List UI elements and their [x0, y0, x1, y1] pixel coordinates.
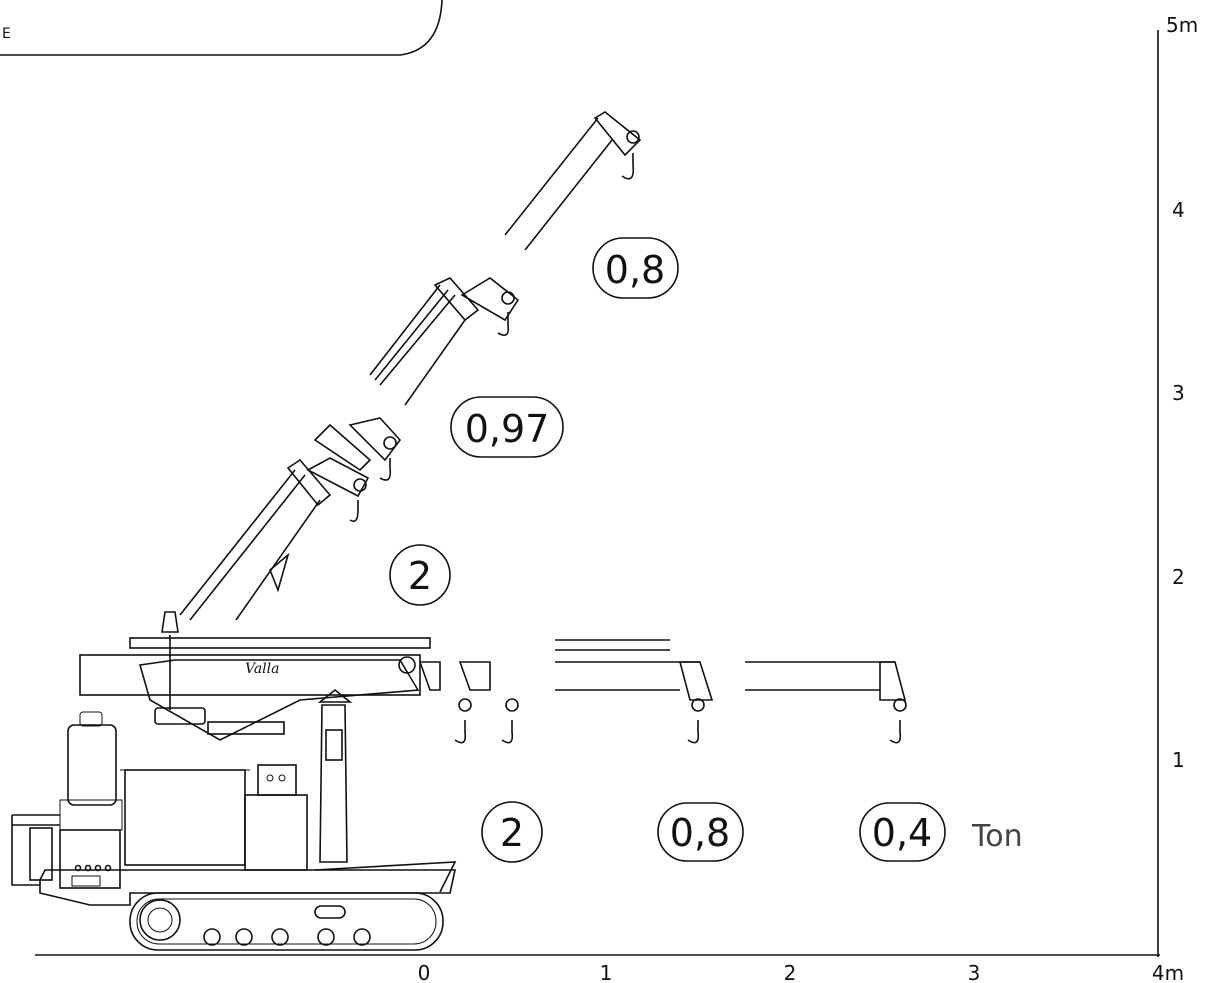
capacity-badge-horizontal-mid: [657, 802, 744, 862]
brand-text: Valla: [245, 661, 279, 677]
cabinet: [244, 794, 308, 871]
axes: 0 1 2 3 4m 1 2 3 4 5m: [35, 13, 1198, 983]
hook-icon: [621, 130, 640, 180]
engine-motor: [67, 724, 117, 806]
capacity-boom-low: 2: [408, 554, 432, 598]
capacity-badge-horizontal-near: [481, 801, 543, 863]
capacity-horizontal-mid: 0,8: [670, 811, 730, 855]
chassis: [39, 869, 456, 906]
tank: [124, 769, 246, 866]
hook-icon: [889, 698, 907, 744]
hook-icon: [454, 698, 472, 744]
main-boom: [79, 654, 421, 696]
capacity-badge-boom-low: [389, 544, 451, 606]
header-box: E: [0, 0, 443, 56]
y-tick-3: 3: [1172, 381, 1185, 405]
hook-icon: [379, 436, 397, 481]
boom-positions-horizontal: [418, 639, 907, 744]
hook-icon: [497, 291, 515, 336]
engine-block: [59, 829, 121, 889]
x-tick-4: 4m: [1152, 961, 1184, 983]
capacity-boom-mid: 0,97: [465, 407, 550, 451]
hook-icon: [687, 698, 705, 744]
boom-positions-raised: [179, 111, 642, 621]
x-tick-3: 3: [968, 961, 981, 983]
capacity-boom-high: 0,8: [605, 248, 665, 292]
x-tick-2: 2: [784, 961, 797, 983]
header-text: E: [2, 26, 11, 42]
x-tick-0: 0: [418, 961, 431, 983]
hook-icon: [501, 698, 519, 744]
capacity-badge-boom-high: [592, 237, 679, 299]
hook-icon: [349, 478, 367, 523]
capacity-horizontal-far: 0,4: [872, 811, 932, 855]
capacity-badge-horizontal-far: [859, 802, 946, 862]
y-tick-1: 1: [1172, 748, 1185, 772]
y-tick-2: 2: [1172, 565, 1185, 589]
capacity-unit: Ton: [971, 819, 1023, 854]
column: [319, 704, 348, 863]
x-tick-1: 1: [600, 961, 613, 983]
crane-drawing: Valla: [11, 611, 457, 951]
y-tick-5: 5m: [1166, 13, 1198, 37]
capacity-horizontal-near: 2: [500, 811, 524, 855]
capacity-labels: 0,8 0,97 2 2 0,8 0,4 Ton: [389, 237, 1023, 863]
capacity-badge-boom-mid: [450, 396, 564, 458]
y-tick-4: 4: [1172, 198, 1185, 222]
